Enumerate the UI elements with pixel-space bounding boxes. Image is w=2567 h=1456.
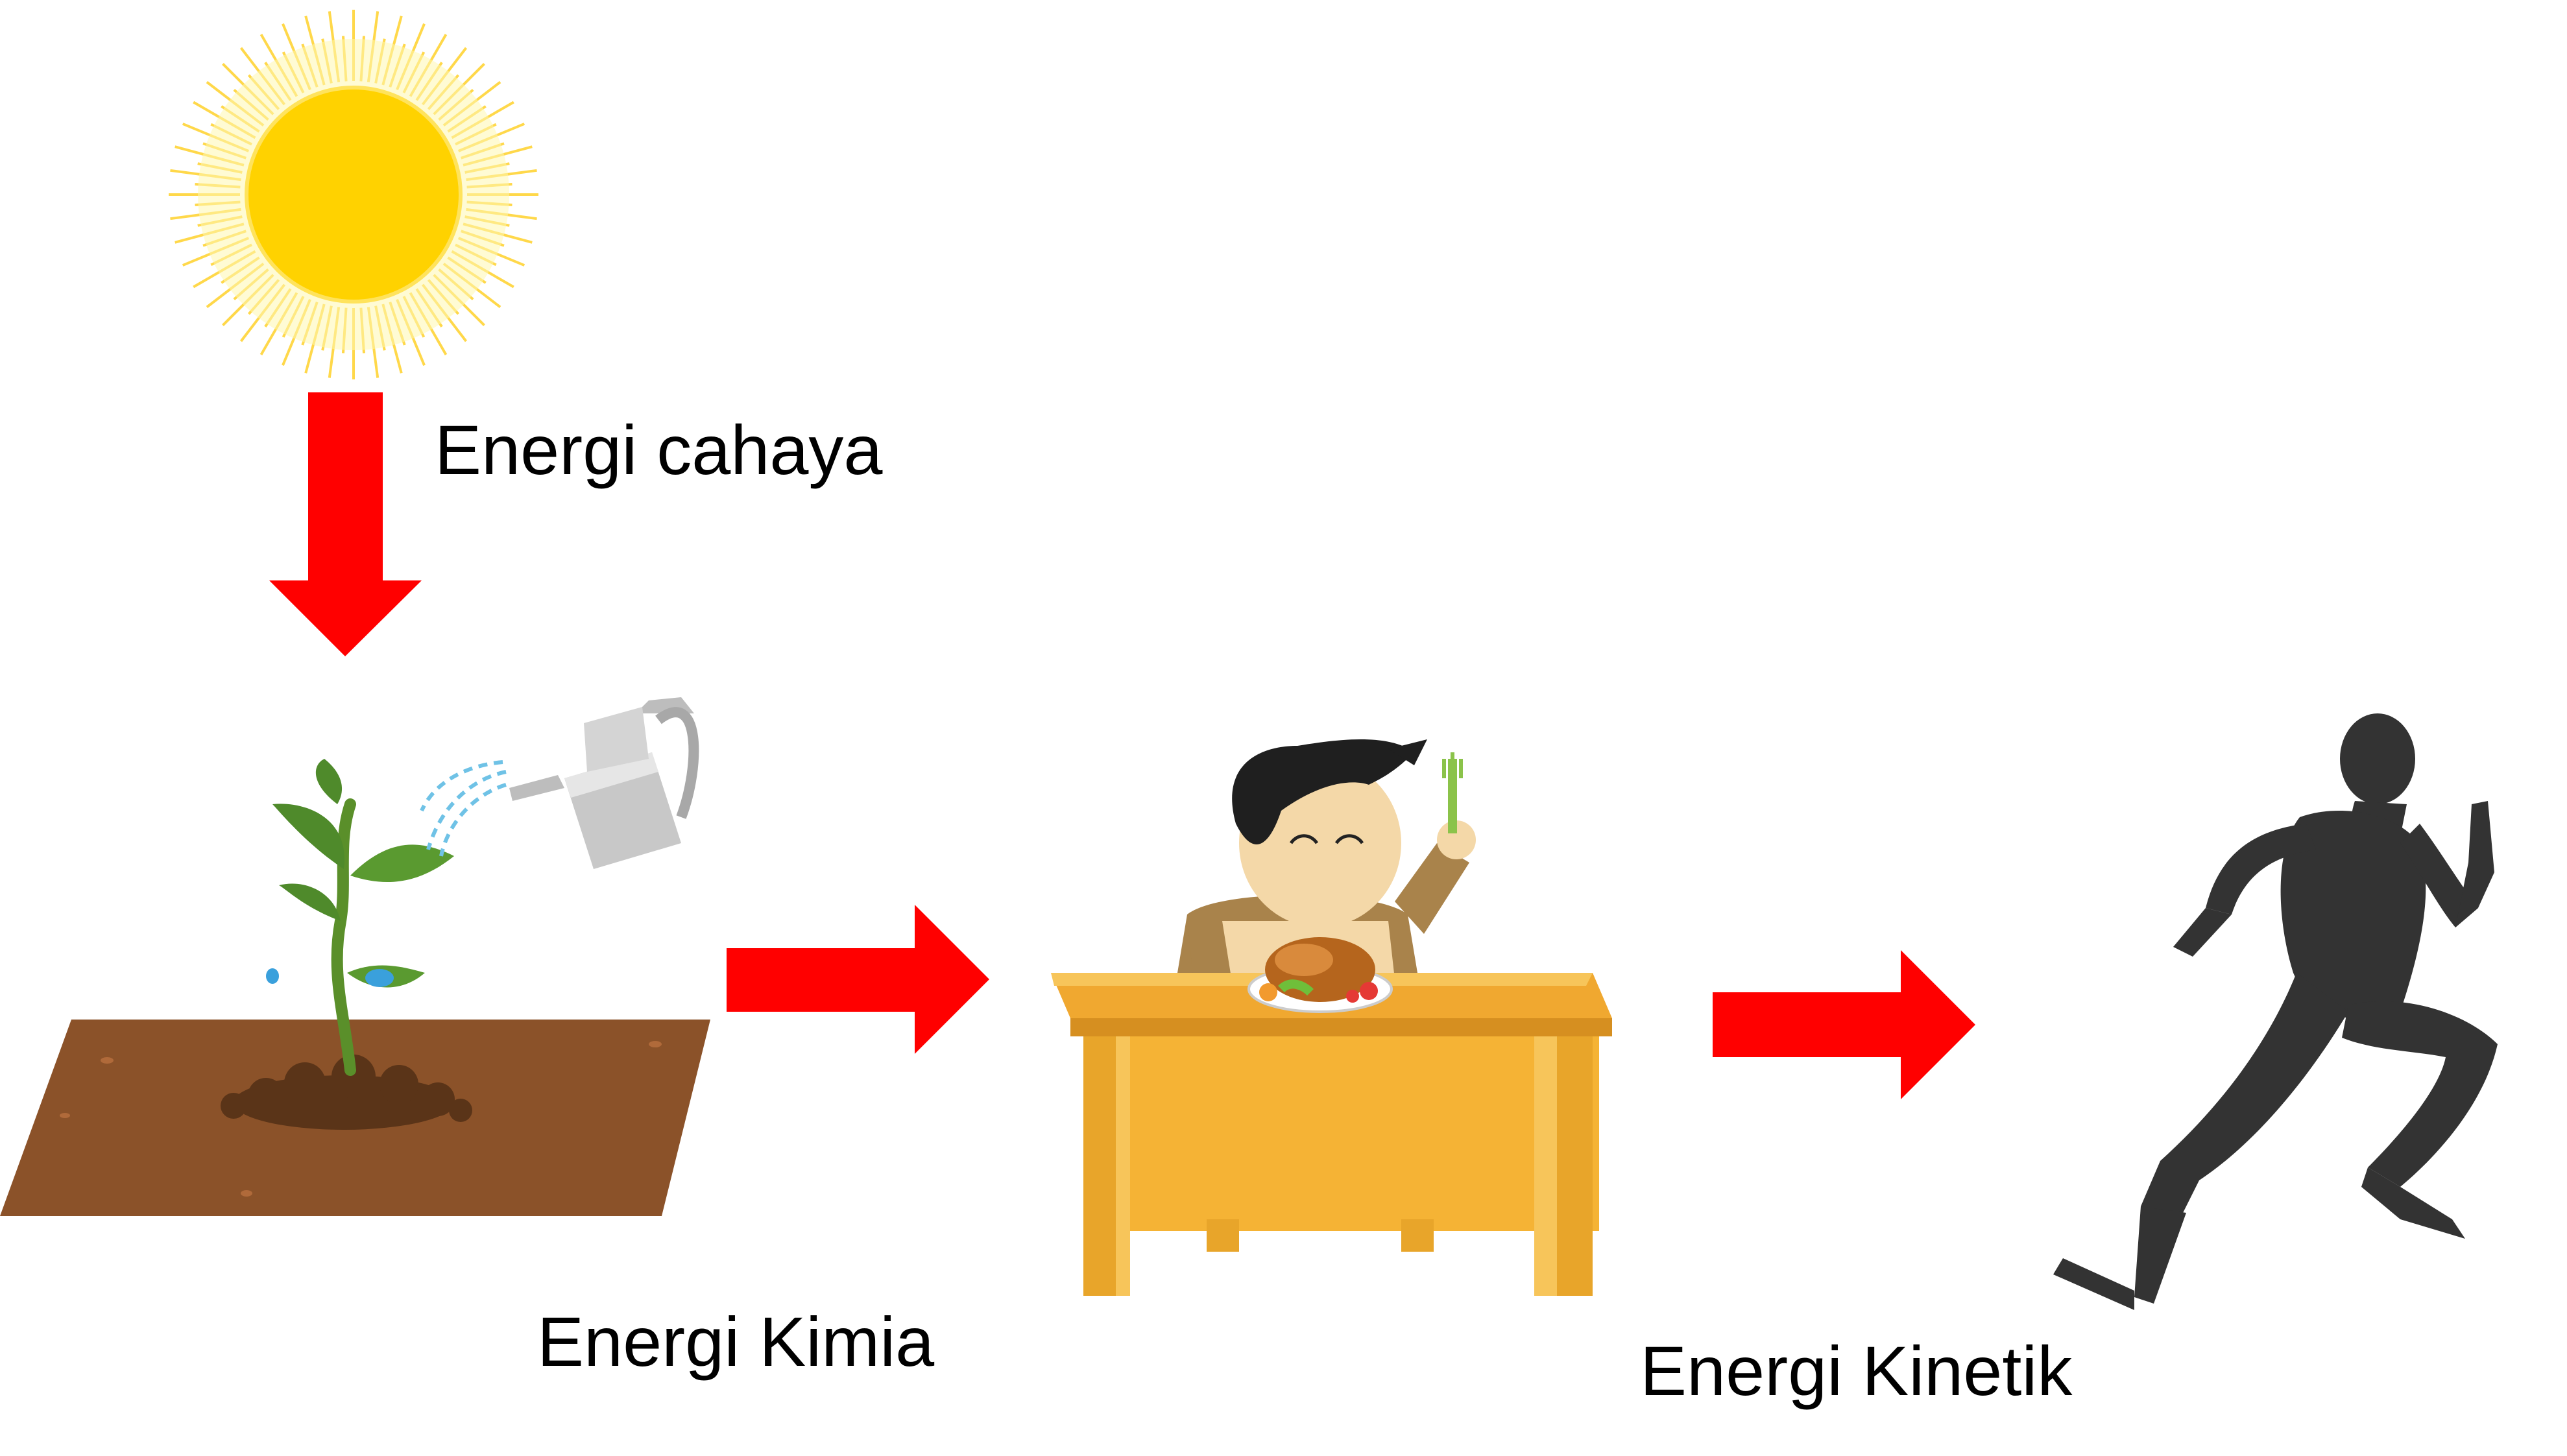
plant-icon xyxy=(331,798,356,1076)
person-eating-icon xyxy=(1051,739,1612,1296)
roast-chicken-icon xyxy=(1247,937,1393,1013)
plant-scene xyxy=(0,759,710,1216)
arrow-right-1 xyxy=(727,905,989,1054)
label-kinetic-energy: Energi Kinetik xyxy=(1640,1331,2073,1410)
sun-icon xyxy=(169,10,538,379)
runner-icon xyxy=(2053,713,2498,1310)
label-light-energy: Energi cahaya xyxy=(435,411,883,489)
label-chemical-energy: Energi Kimia xyxy=(537,1302,935,1381)
watering-can-icon xyxy=(420,697,699,869)
arrow-down xyxy=(269,392,422,656)
arrow-right-2 xyxy=(1713,950,1975,1099)
